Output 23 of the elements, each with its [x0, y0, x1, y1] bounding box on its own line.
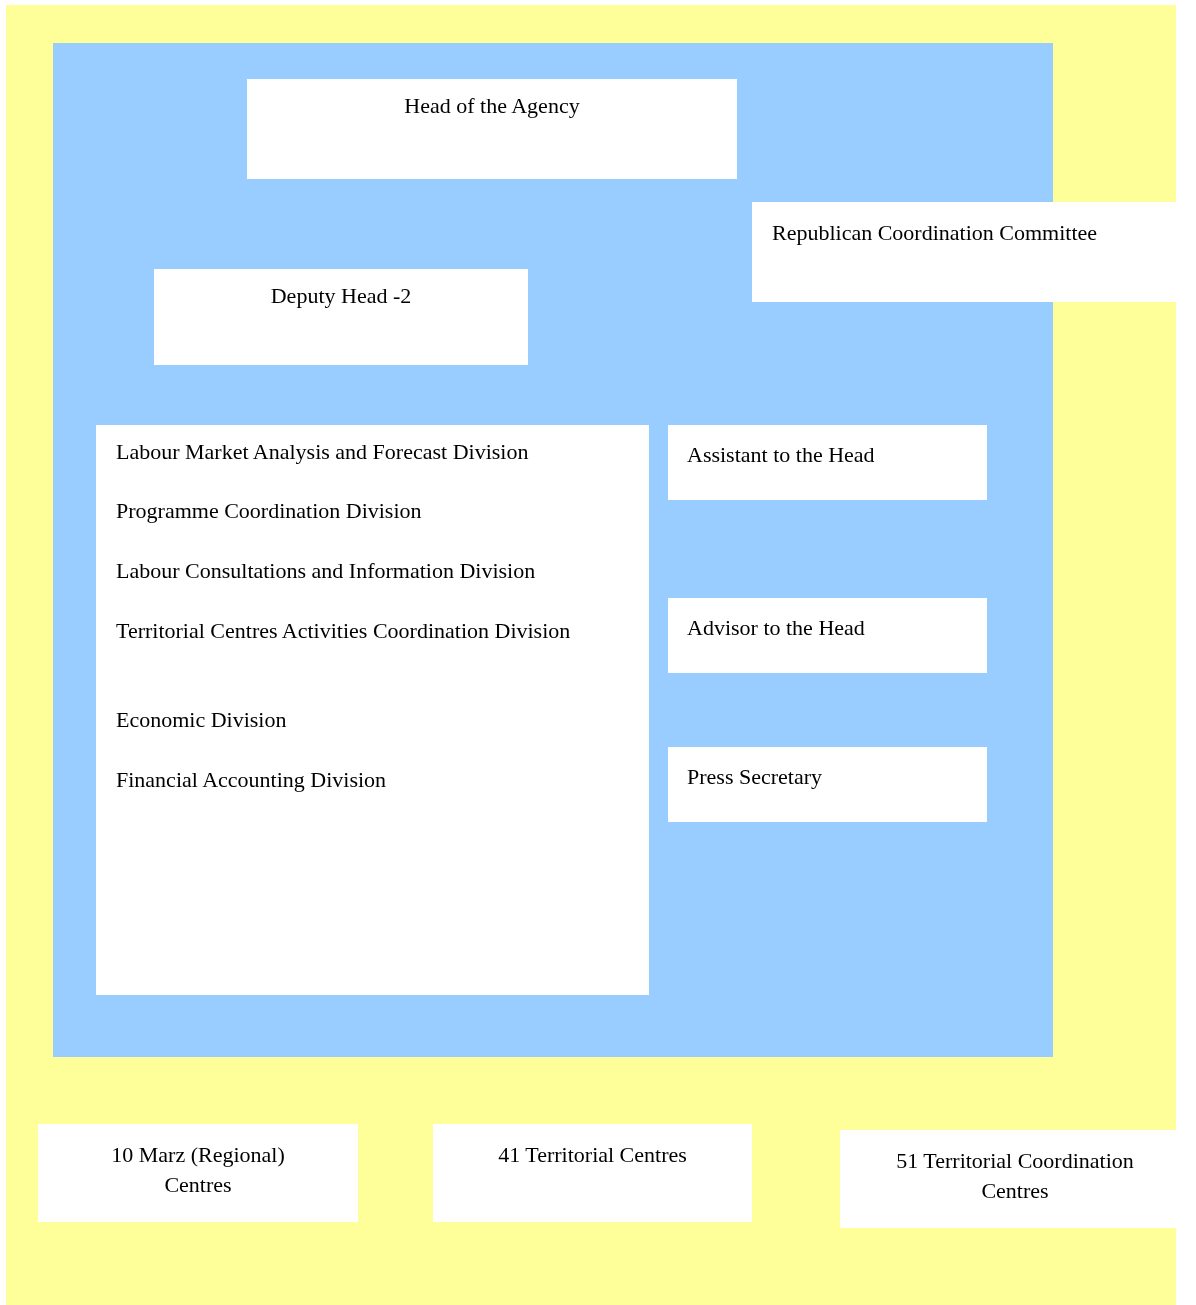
- org-box: [668, 598, 987, 673]
- box-label: 41 Territorial Centres: [497, 1141, 688, 1169]
- box-label: 51 Territorial Coordination Centres: [895, 1147, 1135, 1205]
- box-label: Press Secretary: [687, 763, 822, 791]
- division-name: Territorial Centres Activities Coordination Division: [116, 617, 571, 645]
- org-box: [247, 79, 737, 179]
- org-box: [433, 1124, 752, 1222]
- box-label: Deputy Head -2: [269, 282, 413, 310]
- division-name: Financial Accounting Division: [116, 766, 387, 794]
- box-label: Head of the Agency: [403, 92, 581, 120]
- box-label: Republican Coordination Committee: [772, 219, 1098, 247]
- division-name: Programme Coordination Division: [116, 497, 422, 525]
- org-box: [154, 269, 528, 365]
- org-box: [38, 1124, 358, 1222]
- division-name: Labour Consultations and Information Division: [116, 557, 536, 585]
- org-box: [668, 425, 987, 500]
- box-label: Advisor to the Head: [687, 614, 865, 642]
- division-name: Economic Division: [116, 706, 287, 734]
- division-name: Labour Market Analysis and Forecast Division: [116, 438, 529, 466]
- division-list-box: [96, 425, 649, 995]
- box-label: 10 Marz (Regional) Centres: [110, 1141, 286, 1199]
- org-box: [668, 747, 987, 822]
- box-label: Assistant to the Head: [687, 441, 875, 469]
